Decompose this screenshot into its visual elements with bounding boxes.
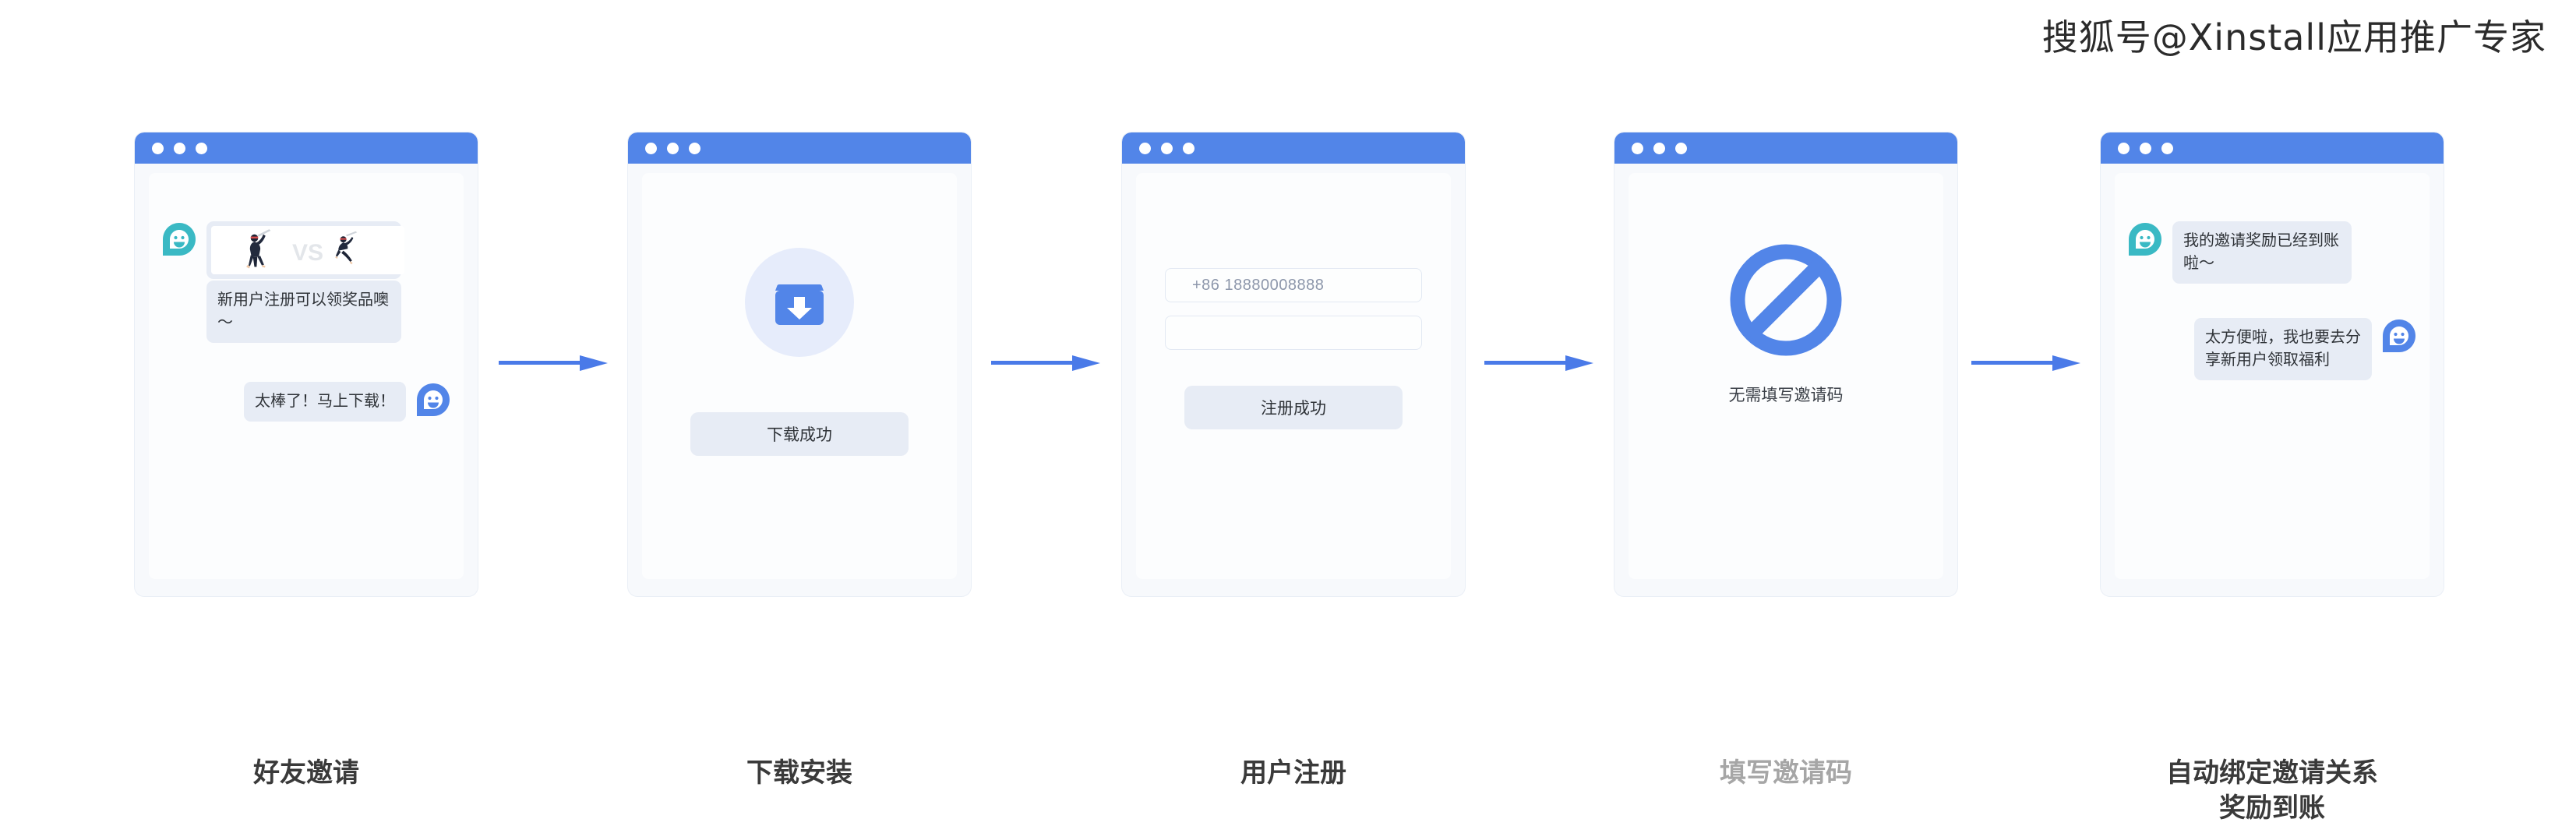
step-user-register: +86 18880008888 注册成功 用户注册 (1122, 132, 1465, 788)
arrow-step1-to-step2 (499, 355, 608, 372)
phone-input[interactable]: +86 18880008888 (1165, 268, 1422, 302)
window-screen: 我的邀请奖励已经到账啦～ 太方便啦，我也要去分享新用户领取福利 (2115, 173, 2430, 579)
window-dot-close-icon[interactable] (645, 142, 657, 154)
window-dot-maximize-icon[interactable] (196, 142, 207, 154)
step-caption: 用户注册 (1240, 758, 1346, 788)
window-screen: 无需填写邀请码 (1629, 173, 1943, 579)
step-caption: 填写邀请码 (1720, 758, 1852, 788)
step-caption: 下载安装 (746, 758, 852, 788)
avatar-teal (161, 221, 197, 257)
watermark-text: 搜狐号@Xinstall应用推广专家 (2041, 16, 2546, 58)
vs-label: VS (292, 240, 323, 266)
window-titlebar (135, 132, 478, 164)
message-text: 太方便啦，我也要去分享新用户领取福利 (2194, 318, 2372, 380)
window-titlebar (628, 132, 971, 164)
arrow-step2-to-step3 (991, 355, 1100, 372)
step-caption-line2: 奖励到账 (2219, 792, 2325, 823)
window-dot-minimize-icon[interactable] (667, 142, 679, 154)
window-dot-close-icon[interactable] (152, 142, 164, 154)
arrow-step4-to-step5 (1971, 355, 2080, 372)
message-text: 我的邀请奖励已经到账啦～ (2172, 221, 2352, 284)
download-box-icon (745, 248, 854, 361)
window-dot-maximize-icon[interactable] (1183, 142, 1194, 154)
chat-message-incoming: 我的邀请奖励已经到账啦～ (2115, 221, 2430, 284)
prohibition-icon (1727, 242, 1844, 362)
step-friend-invite: VS (135, 132, 478, 788)
step-auto-bind-reward: 我的邀请奖励已经到账啦～ 太方便啦，我也要去分享新用户领取福利 (2101, 132, 2444, 823)
window-dot-close-icon[interactable] (2118, 142, 2130, 154)
message-stack: VS (206, 221, 404, 343)
step-caption: 自动绑定邀请关系 奖励到账 (2101, 756, 2444, 826)
browser-window: 下载成功 (628, 132, 971, 596)
browser-window: 我的邀请奖励已经到账啦～ 太方便啦，我也要去分享新用户领取福利 (2101, 132, 2444, 596)
register-success-button[interactable]: 注册成功 (1184, 386, 1403, 429)
window-dot-maximize-icon[interactable] (1675, 142, 1687, 154)
no-invite-code-note: 无需填写邀请码 (1728, 387, 1844, 404)
step-caption: 好友邀请 (253, 758, 359, 788)
avatar-blue (415, 382, 451, 418)
window-dot-close-icon[interactable] (1632, 142, 1643, 154)
verification-code-input[interactable] (1165, 316, 1422, 350)
step-download-install: 下载成功 下载安装 (628, 132, 971, 788)
browser-window: VS (135, 132, 478, 596)
window-screen: +86 18880008888 注册成功 (1136, 173, 1451, 579)
window-dot-close-icon[interactable] (1139, 142, 1151, 154)
window-dot-minimize-icon[interactable] (1161, 142, 1173, 154)
message-text: 太棒了！马上下载！ (244, 382, 406, 422)
avatar-blue (2381, 318, 2417, 354)
step-fill-invite-code: 无需填写邀请码 填写邀请码 (1614, 132, 1957, 788)
window-titlebar (2101, 132, 2444, 164)
flow-diagram: VS (135, 132, 2444, 823)
window-screen: 下载成功 (642, 173, 957, 579)
browser-window: 无需填写邀请码 (1614, 132, 1957, 596)
chat-message-incoming: VS (149, 221, 464, 343)
browser-window: +86 18880008888 注册成功 (1122, 132, 1465, 596)
window-dot-maximize-icon[interactable] (2161, 142, 2173, 154)
chat-message-outgoing: 太方便啦，我也要去分享新用户领取福利 (2115, 318, 2430, 380)
window-dot-minimize-icon[interactable] (2140, 142, 2151, 154)
window-dot-minimize-icon[interactable] (1653, 142, 1665, 154)
message-text: 新用户注册可以领奖品噢～ (206, 281, 401, 343)
chat-message-outgoing: 太棒了！马上下载！ (149, 382, 464, 422)
window-titlebar (1614, 132, 1957, 164)
avatar-teal (2127, 221, 2163, 257)
window-dot-minimize-icon[interactable] (174, 142, 185, 154)
window-screen: VS (149, 173, 464, 579)
ninja-vs-banner-icon: VS (211, 226, 404, 274)
arrow-step3-to-step4 (1484, 355, 1593, 372)
download-success-button[interactable]: 下载成功 (690, 412, 909, 456)
window-titlebar (1122, 132, 1465, 164)
message-image-bubble: VS (206, 221, 404, 279)
step-caption-line1: 自动绑定邀请关系 (2166, 758, 2378, 788)
window-dot-maximize-icon[interactable] (689, 142, 700, 154)
